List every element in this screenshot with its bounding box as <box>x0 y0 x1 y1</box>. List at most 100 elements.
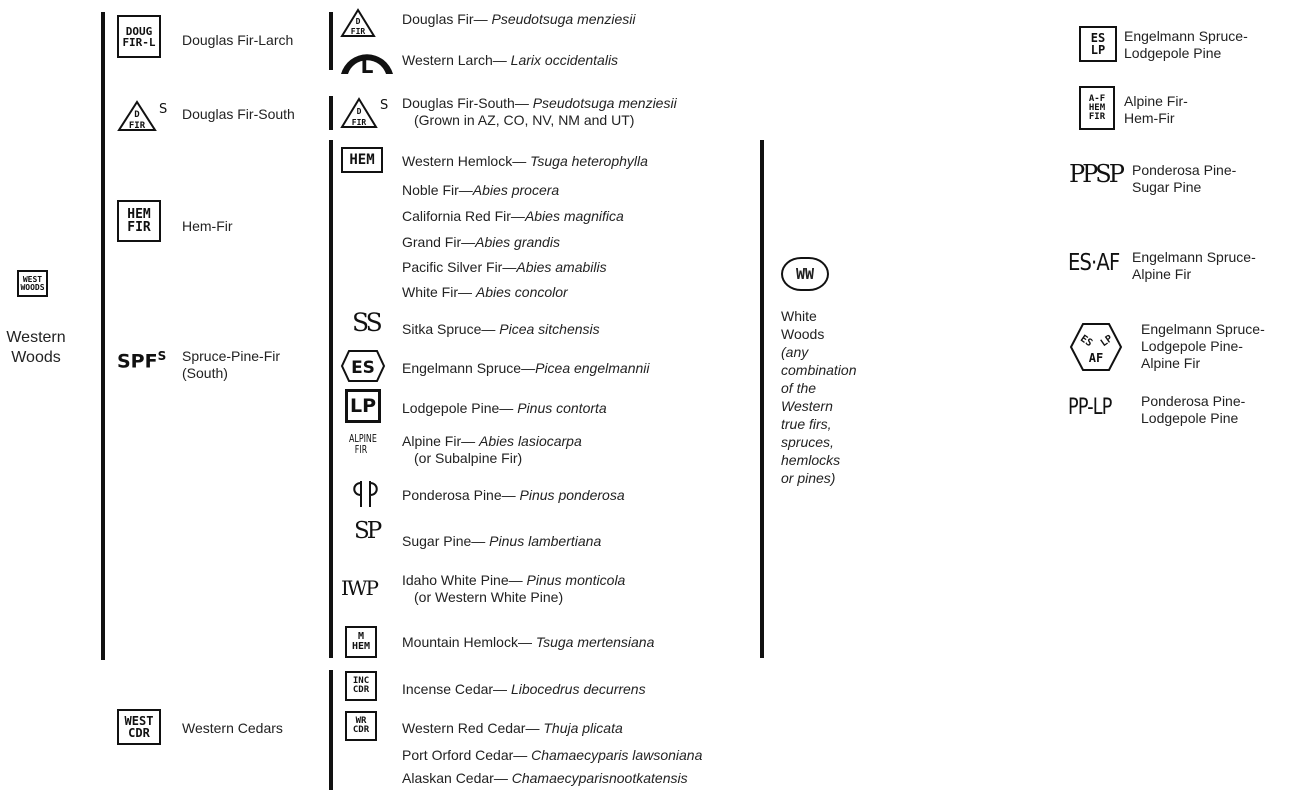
combo-label-line: Lodgepole Pine <box>1141 410 1239 426</box>
stamp-text: SP <box>354 518 382 544</box>
combo-label-line: Lodgepole Pine- <box>1141 338 1243 354</box>
stamp-text: A-F <box>1088 93 1106 104</box>
latin-name: Larix occidentalis <box>510 52 619 68</box>
stamp-text: S <box>159 102 167 117</box>
combo-label-line: Engelmann Spruce- <box>1132 249 1256 265</box>
white-woods-note-line: Western <box>781 398 833 414</box>
species-note: (Grown in AZ, CO, NV, NM and UT) <box>414 112 635 128</box>
stamp-text: FIR <box>129 121 146 131</box>
douglas-fir-south-stamp: D FIR S <box>117 97 169 135</box>
pp-lp-stamp: PP-LP <box>1068 397 1112 419</box>
species-grand-fir: Grand Fir—Abies grandis <box>402 234 560 251</box>
combo-label-af-hem-fir: Alpine Fir- Hem-Fir <box>1124 93 1188 127</box>
stamp-text: ARCH <box>359 46 376 54</box>
stamp-text: CDR <box>352 685 370 695</box>
stamp-text: CDR <box>352 725 370 735</box>
latin-name: Thuja plicata <box>543 720 623 736</box>
white-woods-bracket <box>760 140 764 658</box>
white-woods-note-line: combination <box>781 362 857 378</box>
es-lp-af-stamp: ES LP AF <box>1069 322 1123 372</box>
latin-name: Tsuga heterophylla <box>530 153 648 169</box>
species-bracket-hf-spf <box>329 140 333 658</box>
idaho-white-pine-stamp: IWP <box>341 578 379 598</box>
combo-label-es-lp: Engelmann Spruce- Lodgepole Pine <box>1124 28 1248 62</box>
common-name: Engelmann Spruce— <box>402 360 536 376</box>
combo-label-line: Alpine Fir <box>1132 266 1192 282</box>
stamp-text: DOUG <box>125 24 153 38</box>
latin-name: Abies procera <box>472 182 560 198</box>
alpine-fir-stamp: ALPINE FIR <box>349 432 377 455</box>
common-name: Ponderosa Pine— <box>402 487 516 503</box>
species-engelmann-spruce: Engelmann Spruce—Picea engelmannii <box>402 360 649 377</box>
stamp-text: SPF <box>117 350 158 373</box>
latin-name: Pseudotsuga menziesii <box>532 95 677 111</box>
root-label-line: Western <box>6 329 66 346</box>
latin-name: Picea engelmannii <box>535 360 650 376</box>
white-woods-note-line: or pines) <box>781 470 836 486</box>
latin-name: Pinus ponderosa <box>519 487 625 503</box>
spf-south-stamp: SPFS <box>117 349 166 372</box>
stamp-text: ALPINE <box>349 432 377 445</box>
white-woods-note-line: of the <box>781 380 817 396</box>
stamp-text: HEM <box>1088 102 1106 113</box>
group-label-douglas-fir-larch: Douglas Fir-Larch <box>182 32 294 48</box>
af-hem-fir-stamp: A-F HEM FIR <box>1079 86 1115 130</box>
stamp-text: HEM <box>349 152 375 168</box>
latin-name: Picea sitchensis <box>499 321 600 337</box>
combo-label-line: Alpine Fir- <box>1124 93 1188 109</box>
species-douglas-fir: Douglas Fir— Pseudotsuga menziesii <box>402 11 635 28</box>
species-alaskan-cedar: Alaskan Cedar— Chamaecyparisnootkatensis <box>402 770 688 787</box>
stamp-text: FIR <box>351 27 366 36</box>
stamp-text: WR <box>355 716 367 726</box>
species-idaho-white-pine: Idaho White Pine— Pinus monticola (or We… <box>402 572 625 606</box>
ponderosa-pine-stamp <box>352 479 380 509</box>
common-name: Sugar Pine— <box>402 533 486 549</box>
species-bracket-dfl <box>329 12 333 70</box>
combo-label-line: Ponderosa Pine- <box>1132 162 1237 178</box>
stamp-text: WOODS <box>20 282 45 292</box>
white-woods-note-line: (any <box>781 344 809 360</box>
stamp-text: ES <box>1078 333 1094 349</box>
stamp-text: WEST <box>124 714 154 728</box>
latin-name: Abies magnifica <box>524 208 624 224</box>
combo-label-es-af: Engelmann Spruce- Alpine Fir <box>1132 249 1256 283</box>
common-name: Pacific Silver Fir— <box>402 259 517 275</box>
west-cdr-stamp: WEST CDR <box>117 709 161 745</box>
white-woods-label: White Woods (any combination of the West… <box>781 307 857 487</box>
es-af-stamp: ES·AF <box>1068 252 1120 275</box>
western-larch-stamp: L ARCH <box>338 40 396 78</box>
combo-label-line: Engelmann Spruce- <box>1124 28 1248 44</box>
species-mountain-hemlock: Mountain Hemlock— Tsuga mertensiana <box>402 634 654 651</box>
doug-fir-l-stamp: DOUG FIR-L <box>117 15 161 58</box>
species-incense-cedar: Incense Cedar— Libocedrus decurrens <box>402 681 646 698</box>
stamp-text: S <box>380 98 388 113</box>
common-name: Sitka Spruce— <box>402 321 496 337</box>
stamp-text: AF <box>1089 351 1103 365</box>
group-label-douglas-fir-south: Douglas Fir-South <box>182 106 295 122</box>
common-name: Alpine Fir— <box>402 433 476 449</box>
group-label-western-cedars: Western Cedars <box>182 720 283 736</box>
douglas-fir-stamp: D FIR <box>340 8 376 38</box>
common-name: Douglas Fir— <box>402 11 488 27</box>
common-name: White Fir— <box>402 284 472 300</box>
latin-name: Abies grandis <box>475 234 560 250</box>
combo-label-line: Engelmann Spruce- <box>1141 321 1265 337</box>
group-label-line: (South) <box>182 365 228 381</box>
root-label-line: Woods <box>11 349 61 366</box>
common-name: Mountain Hemlock— <box>402 634 532 650</box>
group-label-hem-fir: Hem-Fir <box>182 218 233 234</box>
species-western-red-cedar: Western Red Cedar— Thuja plicata <box>402 720 623 737</box>
common-name: Alaskan Cedar— <box>402 770 508 786</box>
group-bracket <box>101 12 105 660</box>
stamp-text: S <box>157 349 167 363</box>
common-name: Noble Fir— <box>402 182 473 198</box>
species-port-orford-cedar: Port Orford Cedar— Chamaecyparis lawsoni… <box>402 747 702 764</box>
common-name: Douglas Fir-South— <box>402 95 529 111</box>
species-western-hemlock: Western Hemlock— Tsuga heterophylla <box>402 153 648 170</box>
species-lodgepole-pine: Lodgepole Pine— Pinus contorta <box>402 400 607 417</box>
engelmann-spruce-stamp: ES <box>340 349 386 383</box>
latin-name: Abies amabilis <box>516 259 607 275</box>
common-name: Lodgepole Pine— <box>402 400 514 416</box>
stamp-text: PP-LP <box>1068 395 1112 420</box>
mountain-hemlock-stamp: M HEM <box>345 626 377 658</box>
